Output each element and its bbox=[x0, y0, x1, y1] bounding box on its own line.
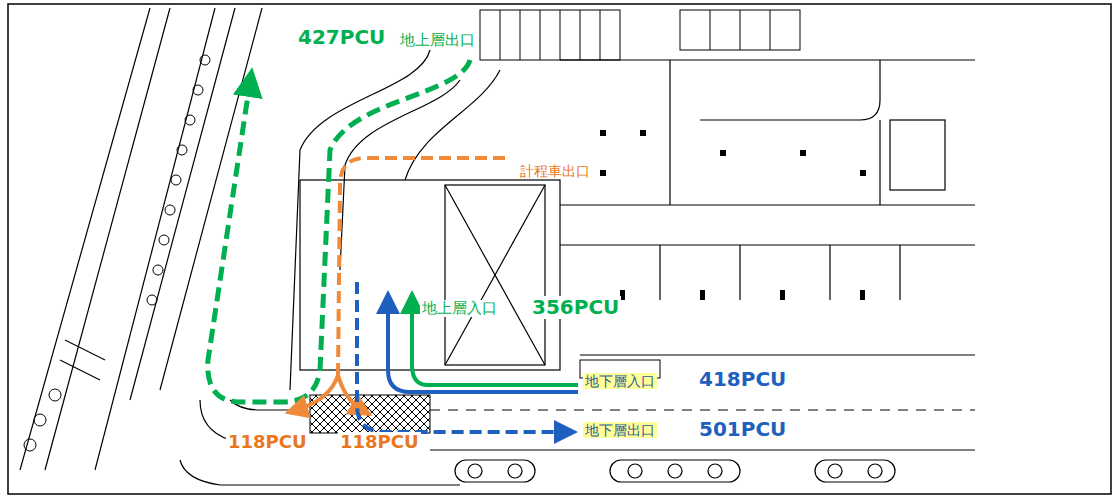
exit-name: 地上層出口 bbox=[398, 32, 477, 49]
frame bbox=[8, 4, 1111, 494]
taxi-left-branch bbox=[296, 375, 338, 410]
entry-name: 地上層入口 bbox=[420, 300, 499, 317]
left-road bbox=[20, 8, 460, 485]
flow-volume: 501PCU bbox=[697, 418, 788, 441]
building bbox=[300, 60, 975, 370]
flow-volume: 118PCU bbox=[338, 432, 421, 453]
taxi-exit-flow bbox=[338, 158, 505, 375]
ramp bbox=[230, 50, 500, 410]
parking-stalls bbox=[480, 10, 800, 60]
street bbox=[430, 360, 975, 450]
shrubs bbox=[24, 55, 210, 451]
flow-volume: 427PCU bbox=[296, 26, 387, 49]
flow-volume: 418PCU bbox=[697, 368, 788, 391]
entry-name: 地下層入口 bbox=[583, 373, 657, 389]
exit-name: 地下層出口 bbox=[583, 422, 657, 438]
exit-name: 計程車出口 bbox=[518, 163, 592, 179]
columns bbox=[600, 130, 866, 300]
flow-volume: 118PCU bbox=[226, 432, 309, 453]
street-trees bbox=[455, 460, 895, 482]
flow-volume: 356PCU bbox=[530, 296, 621, 319]
